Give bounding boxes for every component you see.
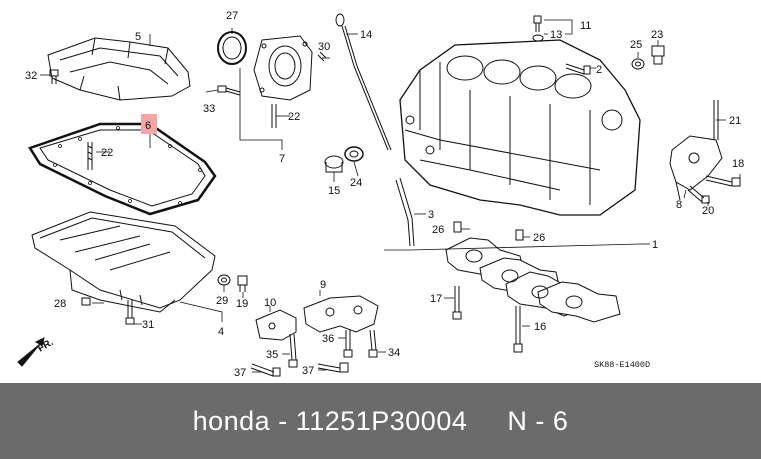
callout-19: 19 [236,298,248,310]
oil-pan-part [31,211,216,313]
footer-part-number: honda - 11251P30004 N - 6 [192,405,569,436]
footer-bar: honda - 11251P30004 N - 6 [0,383,761,459]
washer-24-part [344,146,364,162]
dowel-26-left-part [453,221,462,233]
plug-23-part [651,45,665,65]
callout-2: 2 [596,64,602,76]
bolt-33-part [217,85,241,96]
dowel-26-right-part [515,229,524,241]
bracket-10-part [255,309,297,341]
washer-29-part [217,274,231,286]
parts-diagram: 5 32 6 22 28 31 29 19 4 27 30 33 22 7 14… [17,10,745,379]
callout-3: 3 [428,209,434,221]
callout-26-left: 26 [432,224,444,236]
callout-16: 16 [534,321,546,333]
callout-14: 14 [360,29,372,41]
callout-1: 1 [652,239,658,251]
bolt-35-part [288,333,298,368]
stud-22-left-part [87,142,93,170]
bolt-2-part [565,63,591,75]
bolt-16-part [513,306,523,353]
leader-lines [40,19,741,373]
callout-29: 29 [216,295,228,307]
callout-22-case: 22 [288,111,300,123]
callout-10: 10 [264,297,276,309]
bolt-32-part [49,69,59,84]
callout-32: 32 [25,70,37,82]
bearing-caps-part [445,237,621,323]
oil-seal-27-part [217,31,247,65]
callout-27: 27 [226,10,238,22]
bolt-36-part [343,330,353,358]
callout-26-right: 26 [533,232,545,244]
dipstick-14-part [335,13,392,151]
callout-37-left: 37 [234,367,246,379]
callout-23: 23 [651,29,663,41]
engine-block-exploded-view: 5 32 6 22 28 31 29 19 4 27 30 33 22 7 14… [17,10,744,379]
highlight-box [141,114,157,134]
callout-7: 7 [279,153,285,165]
callout-25: 25 [630,39,642,51]
callout-34: 34 [388,347,400,359]
callout-4: 4 [218,326,224,338]
oil-pan-gasket-part [28,122,217,216]
washer-13-part [532,34,544,42]
callout-31: 31 [142,319,154,331]
washer-25-part [631,58,645,70]
front-arrow-icon [17,337,45,367]
callout-30: 30 [318,41,330,53]
plug-19-part [237,275,248,292]
stud-22-case-part [271,104,277,128]
dipstick-tube-3-part [395,177,415,247]
callout-5: 5 [135,31,141,43]
callout-35: 35 [266,349,278,361]
callout-37-right: 37 [302,365,314,377]
callout-labels: 5 32 6 22 28 31 29 19 4 27 30 33 22 7 14… [25,10,744,379]
bolt-11-part [533,15,542,32]
callout-9: 9 [320,279,326,291]
callout-22-left: 22 [101,147,113,159]
callout-21: 21 [729,115,741,127]
dowel-30-part [317,51,327,62]
callout-8: 8 [676,199,682,211]
upper-baffle-part [47,37,191,101]
bolt-20-part [687,185,710,204]
callout-24: 24 [350,177,362,189]
callout-15: 15 [328,185,340,197]
callout-28: 28 [54,298,66,310]
callout-17: 17 [430,293,442,305]
bolt-17-part [452,286,462,320]
front-arrow-label: FR. [36,337,56,355]
callout-11: 11 [580,20,591,32]
bolt-18-part [705,175,741,187]
bracket-8-part [669,135,723,201]
bolt-31-part [125,300,135,325]
callout-36: 36 [322,333,334,345]
bolt-37-right-part [317,362,349,373]
plug-15-part [324,155,344,173]
diagram-code: SK88-E1400D [594,360,650,370]
oil-seal-case-7-part [253,35,313,101]
cylinder-block-1-part [399,39,641,216]
bolt-34-part [368,329,378,358]
callout-20: 20 [702,205,714,217]
callout-33: 33 [203,103,215,115]
drain-bolt-28-part [81,297,91,306]
callout-18: 18 [732,158,744,170]
bolt-37-left-part [250,363,281,377]
bracket-9-part [303,295,379,333]
callout-6: 6 [145,120,151,132]
callout-13: 13 [550,29,562,41]
